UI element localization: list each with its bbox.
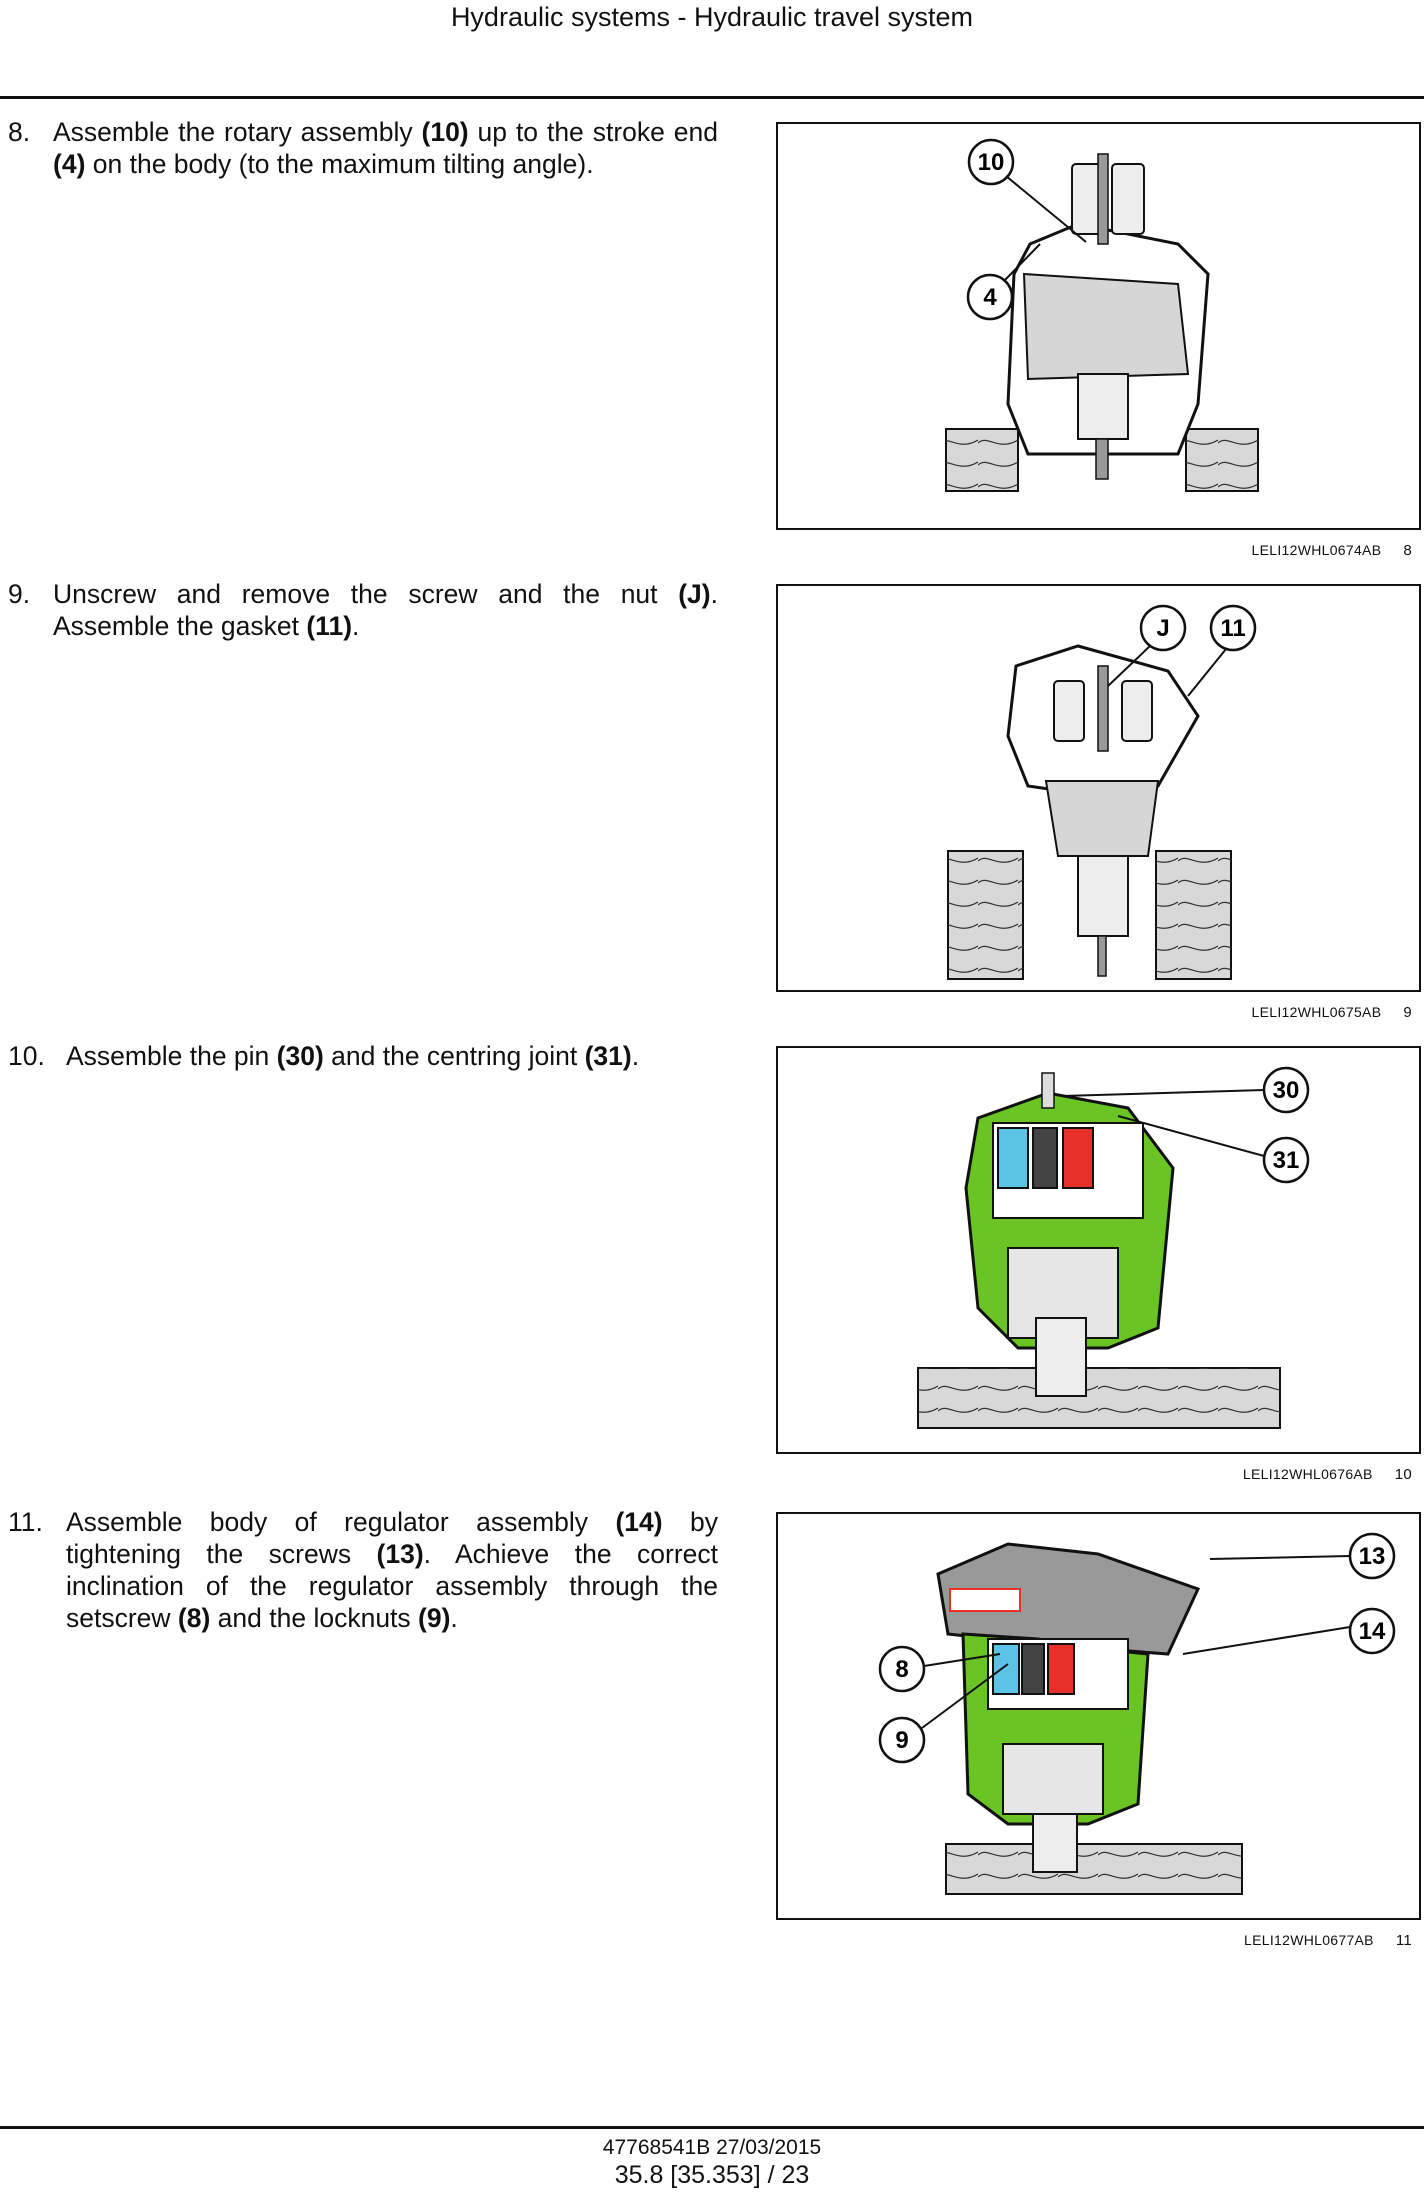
regulator-assembly-illustration: 13 14 8 9 (878, 1532, 1396, 1895)
figure-code: LELI12WHL0674AB (1251, 542, 1382, 558)
step-number: 11. (8, 1507, 43, 1537)
callout-J: J (1156, 615, 1169, 642)
callout-9: 9 (895, 1727, 908, 1754)
page-footer: 47768541B 27/03/2015 35.8 [35.353] / 23 (0, 2136, 1424, 2190)
footer-rule (0, 2126, 1424, 2129)
figure-code: LELI12WHL0676AB (1242, 1466, 1373, 1482)
callout-30: 30 (1273, 1077, 1300, 1104)
step-text: Unscrew and remove the screw and the nut… (53, 579, 718, 641)
step-text: Assemble body of regulator assembly (14)… (66, 1507, 718, 1633)
step-8: 8. Assemble the rotary assembly (10) up … (8, 116, 718, 180)
callout-4: 4 (983, 284, 997, 311)
page-number: 35.8 [35.353] / 23 (614, 2161, 810, 2189)
page-header: Hydraulic systems - Hydraulic travel sys… (450, 2, 974, 32)
callout-10: 10 (978, 149, 1005, 176)
figure-11-caption: LELI12WHL0677AB 11 (1244, 1932, 1412, 1949)
rotary-assembly-illustration: 10 4 (945, 138, 1259, 492)
figure-10-caption: LELI12WHL0676AB 10 (1243, 1466, 1412, 1483)
figure-8-caption: LELI12WHL0674AB 8 (1252, 542, 1412, 559)
step-number: 9. (8, 579, 31, 609)
step-text: Assemble the rotary assembly (10) up to … (53, 117, 718, 179)
callout-8: 8 (895, 1656, 908, 1683)
figure-code: LELI12WHL0675AB (1251, 1004, 1382, 1020)
pin-centring-joint-illustration: 30 31 (917, 1066, 1310, 1429)
figure-number: 11 (1395, 1932, 1412, 1949)
callout-11: 11 (1220, 615, 1245, 642)
header-rule (0, 96, 1424, 99)
step-9: 9. Unscrew and remove the screw and the … (8, 578, 718, 642)
callout-31: 31 (1273, 1147, 1300, 1174)
callout-14: 14 (1359, 1618, 1386, 1645)
step-11: 11. Assemble body of regulator assembly … (8, 1506, 718, 1634)
step-10: 10. Assemble the pin (30) and the centri… (8, 1040, 718, 1072)
gasket-assembly-illustration: J 11 (947, 604, 1257, 980)
step-text: Assemble the pin (30) and the centring j… (66, 1041, 640, 1071)
figure-10: 30 31 (776, 1046, 1421, 1454)
figure-8: 10 4 (776, 122, 1421, 530)
figure-11: 13 14 8 9 (776, 1512, 1421, 1920)
document-reference: 47768541B 27/03/2015 (602, 2136, 822, 2159)
figure-number: 8 (1403, 542, 1412, 559)
callout-13: 13 (1359, 1543, 1386, 1570)
figure-number: 9 (1403, 1004, 1412, 1021)
figure-number: 10 (1394, 1466, 1412, 1483)
step-number: 10. (8, 1041, 45, 1071)
step-number: 8. (8, 117, 31, 147)
figure-9-caption: LELI12WHL0675AB 9 (1252, 1004, 1412, 1021)
figure-code: LELI12WHL0677AB (1244, 1932, 1374, 1948)
figure-9: J 11 (776, 584, 1421, 992)
